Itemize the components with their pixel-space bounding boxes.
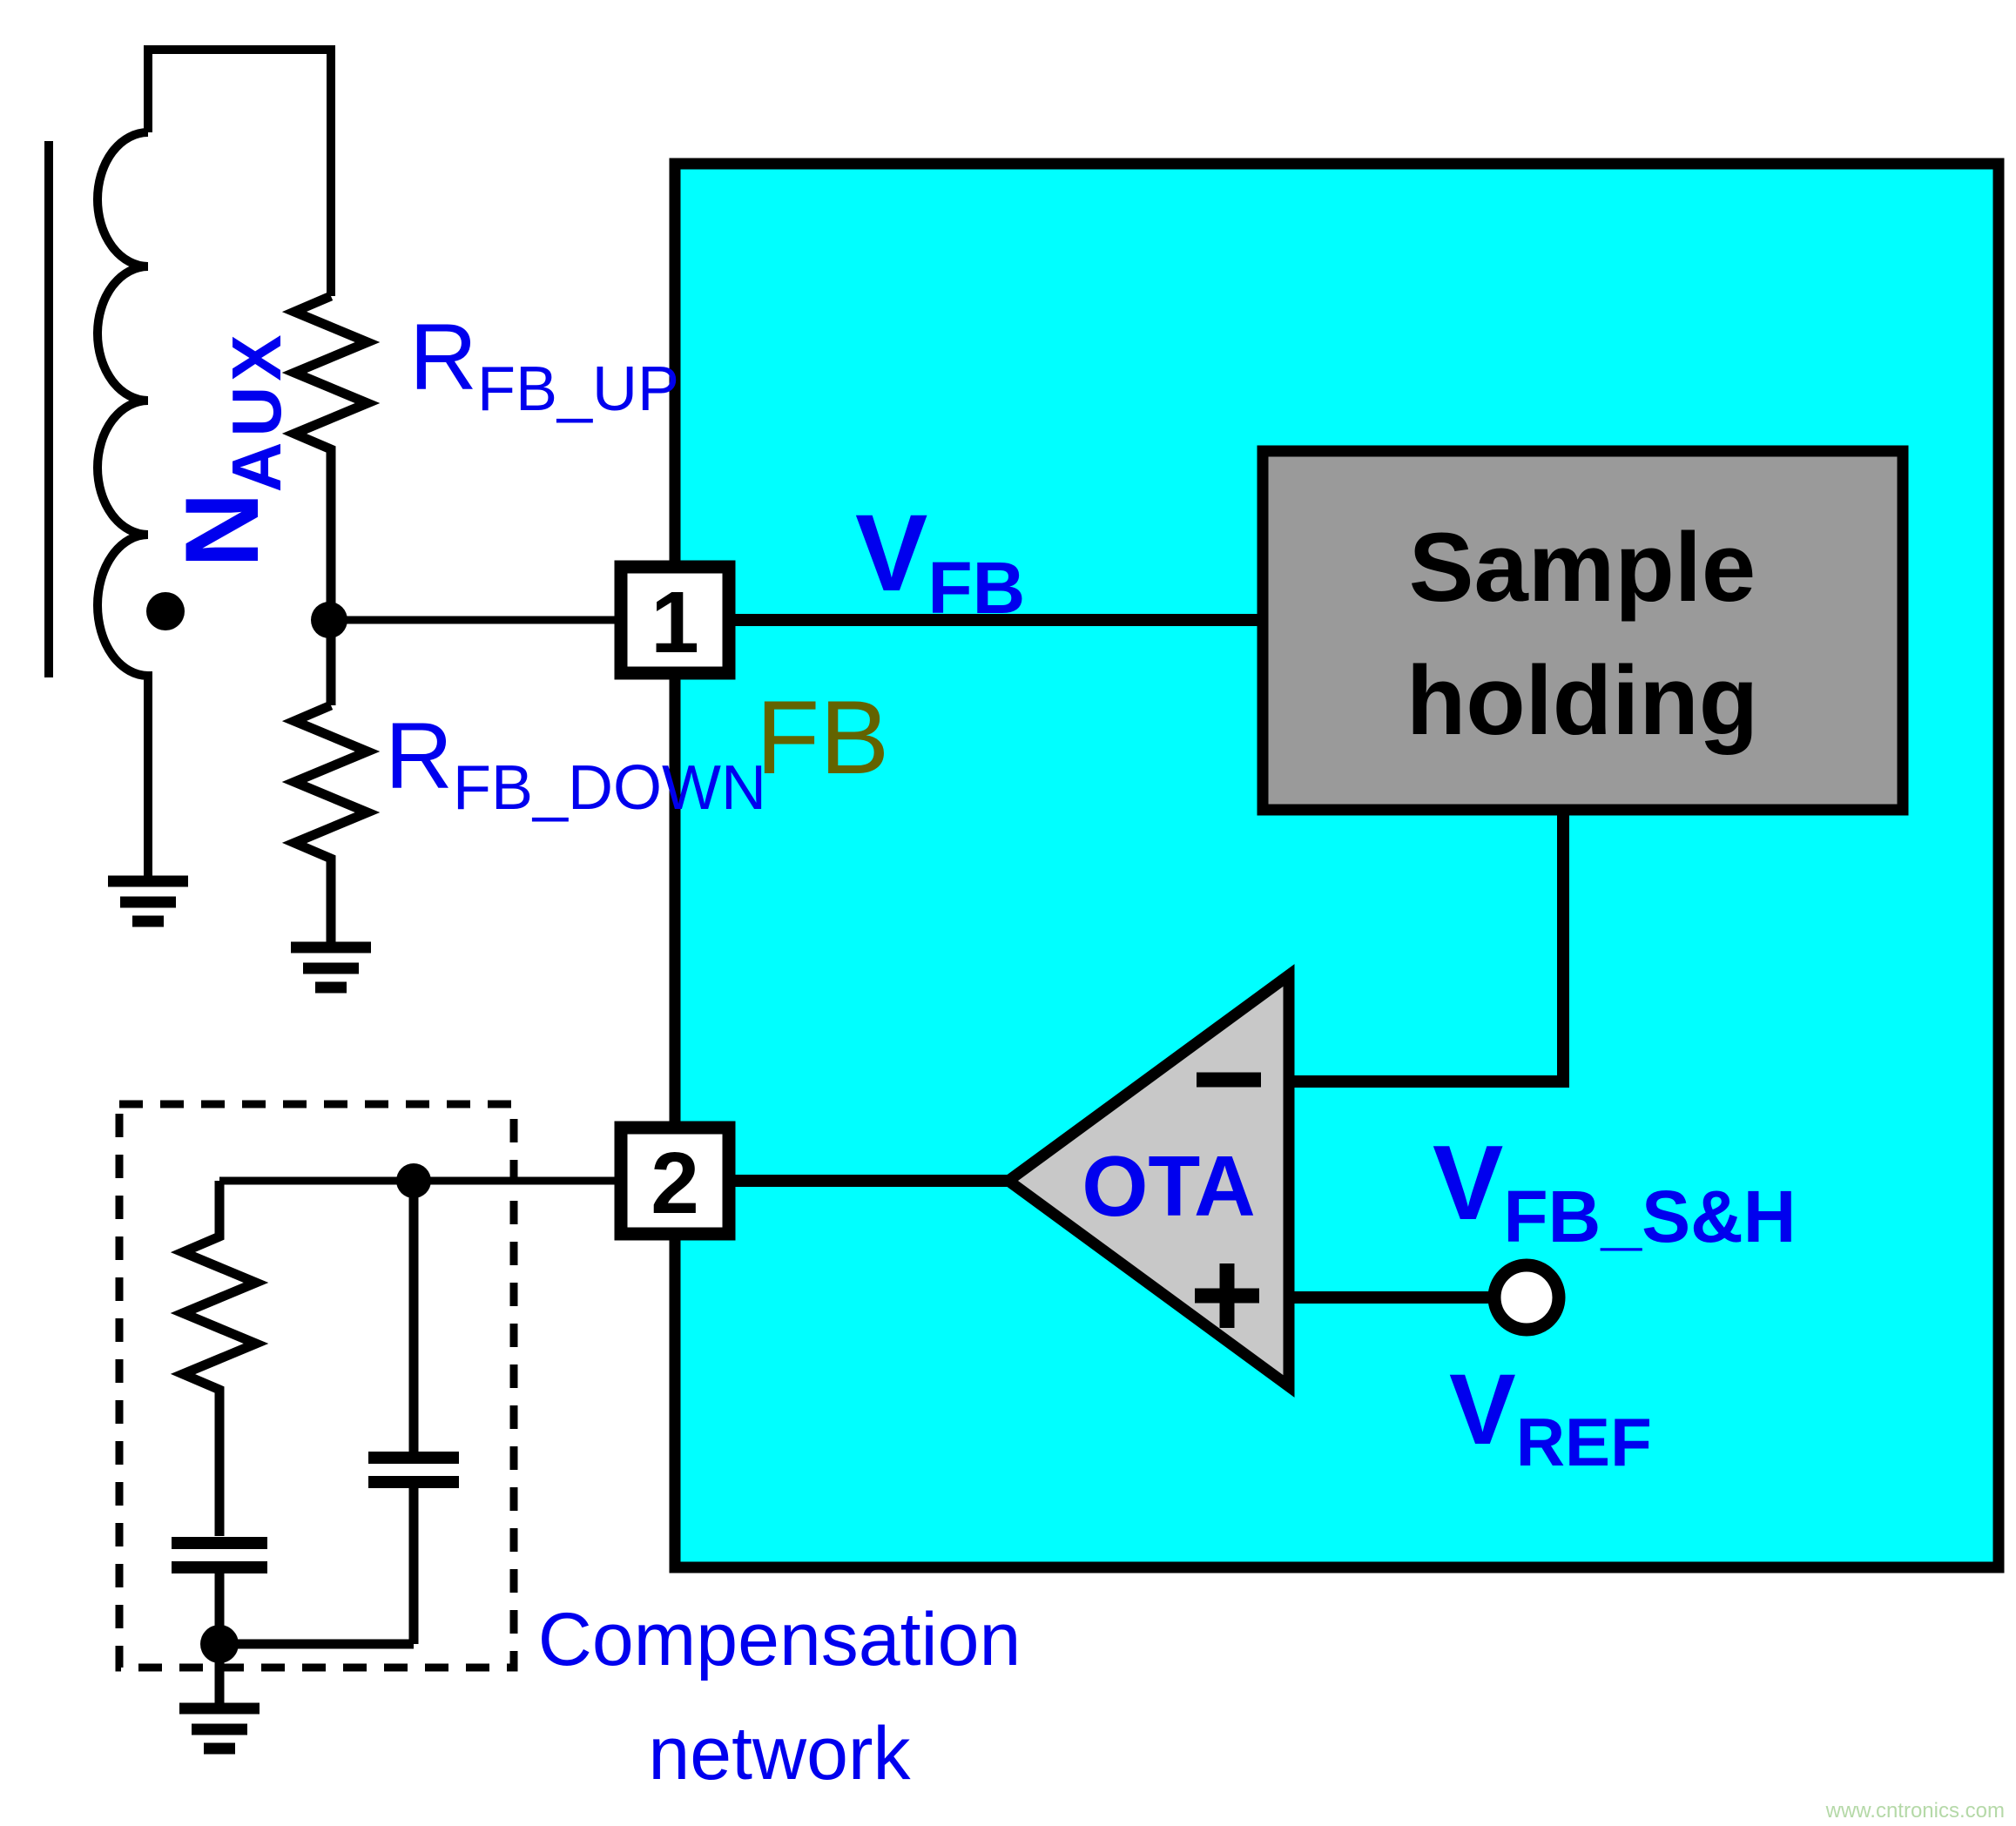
naux-sub: AUX	[218, 329, 295, 492]
ic-body	[669, 158, 2005, 1573]
rfb-up-label: RFB_UP	[409, 304, 679, 424]
rfb-up-main: R	[409, 304, 477, 409]
comp-caption-line1: Compensation	[538, 1598, 1021, 1681]
ground-symbol-comp	[179, 1702, 260, 1755]
sample-hold-label-line2: holding	[1406, 646, 1758, 755]
vref-main: V	[1449, 1354, 1516, 1466]
rfb-down-label: RFB_DOWN	[385, 703, 766, 823]
comp-resistor-branch	[170, 1181, 269, 1536]
ground-symbol-aux	[108, 875, 188, 927]
plus-sign-icon	[1195, 1263, 1259, 1328]
comp-capacitor-right	[368, 1452, 459, 1488]
comp-network-dashed-box	[115, 1100, 518, 1672]
resistor-rfb-down	[281, 700, 381, 947]
ground-symbol-divider	[291, 941, 371, 994]
comp-capacitor-left	[172, 1537, 267, 1573]
winding-polarity-dot	[146, 592, 185, 630]
vref-sub: REF	[1516, 1404, 1652, 1480]
ota-label: OTA	[1082, 1138, 1256, 1234]
watermark-text: www.cntronics.com	[1825, 1799, 2005, 1823]
vfb-sh-main: V	[1433, 1123, 1503, 1242]
vfb-label: VFB	[855, 493, 1025, 629]
rfb-down-main: R	[385, 703, 453, 808]
top-rail-wire	[144, 45, 335, 296]
vref-label: VREF	[1449, 1354, 1652, 1480]
vfb-sh-label: VFB_S&H	[1433, 1123, 1796, 1257]
vfb-main: V	[855, 493, 927, 614]
rfb-up-sub: FB_UP	[477, 354, 679, 424]
sample-hold-label-line1: Sample	[1409, 513, 1756, 622]
fb-pin-label: FB	[756, 679, 889, 796]
vfb-sh-sub: FB_S&H	[1503, 1176, 1796, 1257]
comp-top-junction-dot	[396, 1163, 431, 1198]
resistor-rfb-up	[281, 291, 381, 705]
minus-input-wire	[1289, 815, 1569, 1088]
vfb-sub: FB	[927, 547, 1025, 629]
divider-junction-dot	[311, 602, 347, 638]
vref-terminal	[1487, 1258, 1566, 1337]
pin1-box	[614, 560, 736, 680]
naux-main: N	[164, 492, 280, 568]
naux-label: NAUX	[164, 329, 295, 568]
pin1-number: 1	[651, 574, 699, 671]
sample-hold-block	[1257, 445, 1909, 816]
rfb-down-sub: FB_DOWN	[453, 753, 766, 823]
pin2-box	[614, 1121, 736, 1241]
pin2-number: 2	[651, 1135, 699, 1232]
aux-winding-coil	[93, 128, 152, 881]
comp-caption-line2: network	[648, 1712, 911, 1796]
